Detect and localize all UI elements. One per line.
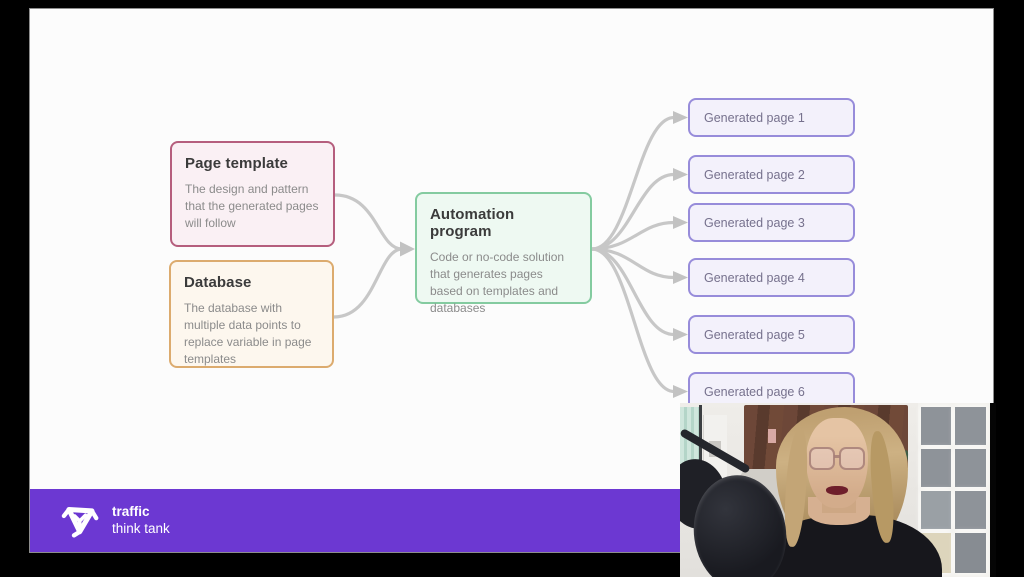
brand-line-2: think tank: [112, 520, 170, 536]
presenter-glasses: [839, 447, 865, 470]
traffic-think-tank-knot-logo-icon: [61, 506, 99, 538]
node-generated-page-3: Generated page 3: [688, 203, 855, 242]
node-page-template: Page template The design and pattern tha…: [170, 141, 335, 247]
webcam-shelf-cell: [955, 533, 986, 573]
brand-line-1: traffic: [112, 504, 150, 520]
presenter-glasses: [809, 447, 835, 470]
node-automation-body: Code or no-code solution that generates …: [430, 250, 565, 316]
node-page-template-title: Page template: [185, 155, 289, 172]
generated-page-label: Generated page 1: [704, 110, 805, 125]
node-generated-page-4: Generated page 4: [688, 258, 855, 297]
generated-page-label: Generated page 5: [704, 327, 805, 342]
node-generated-page-5: Generated page 5: [688, 315, 855, 354]
presenter-webcam-overlay: [680, 403, 996, 577]
generated-page-label: Generated page 6: [704, 384, 805, 399]
node-database-title: Database: [184, 274, 252, 291]
brand-footer-bar: traffic think tank: [30, 489, 680, 552]
presenter-glasses-bridge: [834, 455, 840, 458]
node-automation-title: Automation program: [430, 206, 515, 240]
brand-wordmark: traffic think tank: [112, 504, 170, 536]
node-database-body: The database with multiple data points t…: [184, 301, 312, 367]
generated-page-label: Generated page 4: [704, 270, 805, 285]
webcam-right-edge: [990, 403, 996, 577]
webcam-shelf-cell: [955, 491, 986, 529]
webcam-shelf-cell: [921, 449, 951, 487]
node-generated-page-2: Generated page 2: [688, 155, 855, 194]
webcam-shelf-cell: [955, 449, 986, 487]
presenter-lips: [826, 486, 848, 495]
webcam-shelf-cell: [955, 407, 986, 445]
presentation-slide: Page template The design and pattern tha…: [30, 9, 993, 552]
node-page-template-body: The design and pattern that the generate…: [185, 182, 319, 231]
generated-page-label: Generated page 2: [704, 167, 805, 182]
webcam-shelf-cell: [921, 491, 951, 529]
webcam-shelf-cell: [921, 407, 951, 445]
webcam-wall-item: [768, 429, 776, 443]
generated-page-label: Generated page 3: [704, 215, 805, 230]
node-database: Database The database with multiple data…: [169, 260, 334, 368]
node-automation-program: Automation program Code or no-code solut…: [415, 192, 592, 315]
node-generated-page-1: Generated page 1: [688, 98, 855, 137]
